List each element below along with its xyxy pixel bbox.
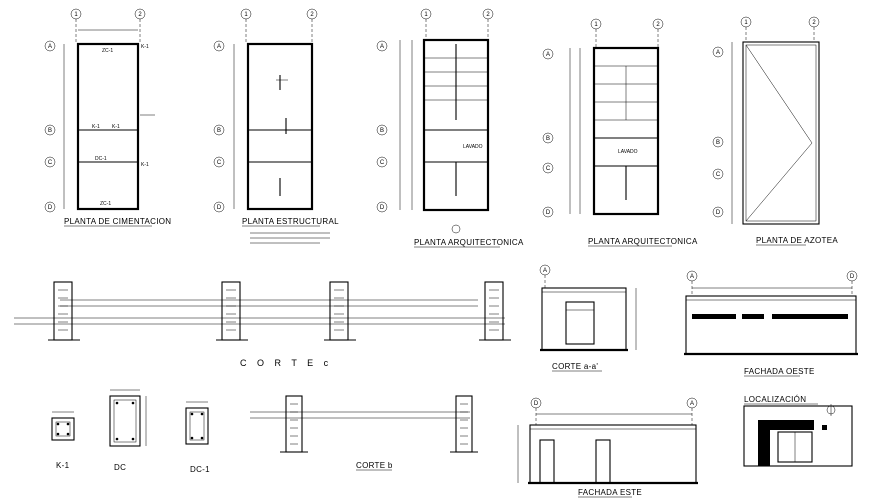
column-k1-detail: K-1 bbox=[51, 411, 75, 470]
svg-text:LAVADO: LAVADO bbox=[618, 149, 638, 155]
svg-text:ZC-1: ZC-1 bbox=[100, 201, 111, 207]
location-map: LOCALIZACIÓN bbox=[743, 395, 853, 467]
svg-text:K-1: K-1 bbox=[141, 162, 149, 168]
svg-text:DC-1: DC-1 bbox=[95, 156, 107, 162]
svg-text:1: 1 bbox=[594, 22, 598, 28]
title-dc1: DC-1 bbox=[190, 465, 210, 474]
svg-text:A: A bbox=[217, 44, 221, 50]
plan-foundation: 1 2 A B C D ZC-1 K-1 K-1 K-1 DC-1 K-1 ZC… bbox=[44, 8, 171, 227]
structural-outline bbox=[246, 42, 314, 211]
svg-text:A: A bbox=[48, 44, 52, 50]
svg-text:1: 1 bbox=[74, 12, 78, 18]
title-dc: DC bbox=[114, 463, 126, 472]
title-corte-b: CORTE b bbox=[356, 461, 393, 470]
plan-architectural-2: 1 2 A B C D LAVADO PLANTA ARQUITECTONICA bbox=[542, 18, 698, 247]
svg-text:A: A bbox=[690, 401, 694, 407]
svg-text:C: C bbox=[48, 160, 53, 166]
svg-text:D: D bbox=[716, 210, 721, 216]
title-corte-aa: CORTE a-a' bbox=[552, 362, 598, 371]
arch2-outline bbox=[592, 46, 660, 216]
plan-roof: 1 2 A B C D PLANTA DE AZOTEA bbox=[712, 16, 838, 246]
elevation-east: D A FACHADA ESTE bbox=[517, 397, 698, 498]
svg-text:2: 2 bbox=[486, 12, 490, 18]
svg-text:1: 1 bbox=[744, 20, 748, 26]
svg-text:A: A bbox=[543, 268, 547, 274]
plan-structural: 1 2 A B C D PLANTA ESTRUCTURAL bbox=[213, 8, 339, 244]
plan-architectural-1: 1 2 A B C D LAVADO PLANTA ARQUITECTONICA bbox=[376, 8, 524, 248]
svg-text:B: B bbox=[716, 140, 720, 146]
svg-text:A: A bbox=[716, 50, 720, 56]
title-planta-arquitectonica-2: PLANTA ARQUITECTONICA bbox=[588, 237, 698, 246]
footing-4 bbox=[479, 281, 511, 341]
svg-text:D: D bbox=[850, 274, 855, 280]
foundation-outline bbox=[76, 42, 140, 211]
section-c: C O R T E c bbox=[14, 281, 511, 368]
svg-text:A: A bbox=[546, 52, 550, 58]
title-fachada-oeste: FACHADA OESTE bbox=[744, 367, 815, 376]
roof-outline bbox=[742, 41, 820, 225]
title-corte-c: C O R T E c bbox=[240, 358, 332, 368]
title-planta-cimentacion: PLANTA DE CIMENTACION bbox=[64, 217, 171, 226]
svg-text:2: 2 bbox=[812, 20, 816, 26]
title-k1: K-1 bbox=[56, 461, 70, 470]
footing-2 bbox=[216, 281, 248, 341]
section-aa: A CORTE a-a' bbox=[539, 264, 637, 372]
title-fachada-este: FACHADA ESTE bbox=[578, 488, 642, 497]
svg-text:B: B bbox=[546, 136, 550, 142]
svg-text:1: 1 bbox=[424, 12, 428, 18]
svg-text:LAVADO: LAVADO bbox=[463, 144, 483, 150]
svg-text:B: B bbox=[380, 128, 384, 134]
svg-text:D: D bbox=[48, 205, 53, 211]
svg-text:B: B bbox=[217, 128, 221, 134]
elevation-west: A D FACHADA OESTE bbox=[684, 270, 858, 377]
svg-text:2: 2 bbox=[656, 22, 660, 28]
section-b: CORTE b bbox=[250, 395, 478, 471]
beam-dc-detail: DC bbox=[109, 389, 147, 472]
svg-text:D: D bbox=[380, 205, 385, 211]
svg-text:K-1: K-1 bbox=[112, 124, 120, 130]
svg-text:2: 2 bbox=[310, 12, 314, 18]
svg-text:ZC-1: ZC-1 bbox=[102, 48, 113, 54]
svg-text:C: C bbox=[546, 166, 551, 172]
svg-text:D: D bbox=[546, 210, 551, 216]
title-planta-estructural: PLANTA ESTRUCTURAL bbox=[242, 217, 339, 226]
arch1-outline bbox=[422, 38, 490, 212]
title-localizacion: LOCALIZACIÓN bbox=[744, 395, 806, 404]
svg-text:C: C bbox=[217, 160, 222, 166]
footing-3 bbox=[324, 281, 356, 341]
svg-text:D: D bbox=[534, 401, 539, 407]
svg-text:C: C bbox=[380, 160, 385, 166]
title-planta-arquitectonica-1: PLANTA ARQUITECTONICA bbox=[414, 238, 524, 247]
svg-text:D: D bbox=[217, 205, 222, 211]
title-planta-azotea: PLANTA DE AZOTEA bbox=[756, 236, 838, 245]
svg-text:K-1: K-1 bbox=[92, 124, 100, 130]
svg-text:A: A bbox=[380, 44, 384, 50]
footing-1 bbox=[48, 281, 80, 341]
beam-dc1-detail: DC-1 bbox=[185, 401, 210, 474]
svg-text:2: 2 bbox=[138, 12, 142, 18]
svg-text:A: A bbox=[690, 274, 694, 280]
svg-text:B: B bbox=[48, 128, 52, 134]
svg-text:1: 1 bbox=[244, 12, 248, 18]
svg-text:C: C bbox=[716, 172, 721, 178]
svg-text:K-1: K-1 bbox=[141, 44, 149, 50]
